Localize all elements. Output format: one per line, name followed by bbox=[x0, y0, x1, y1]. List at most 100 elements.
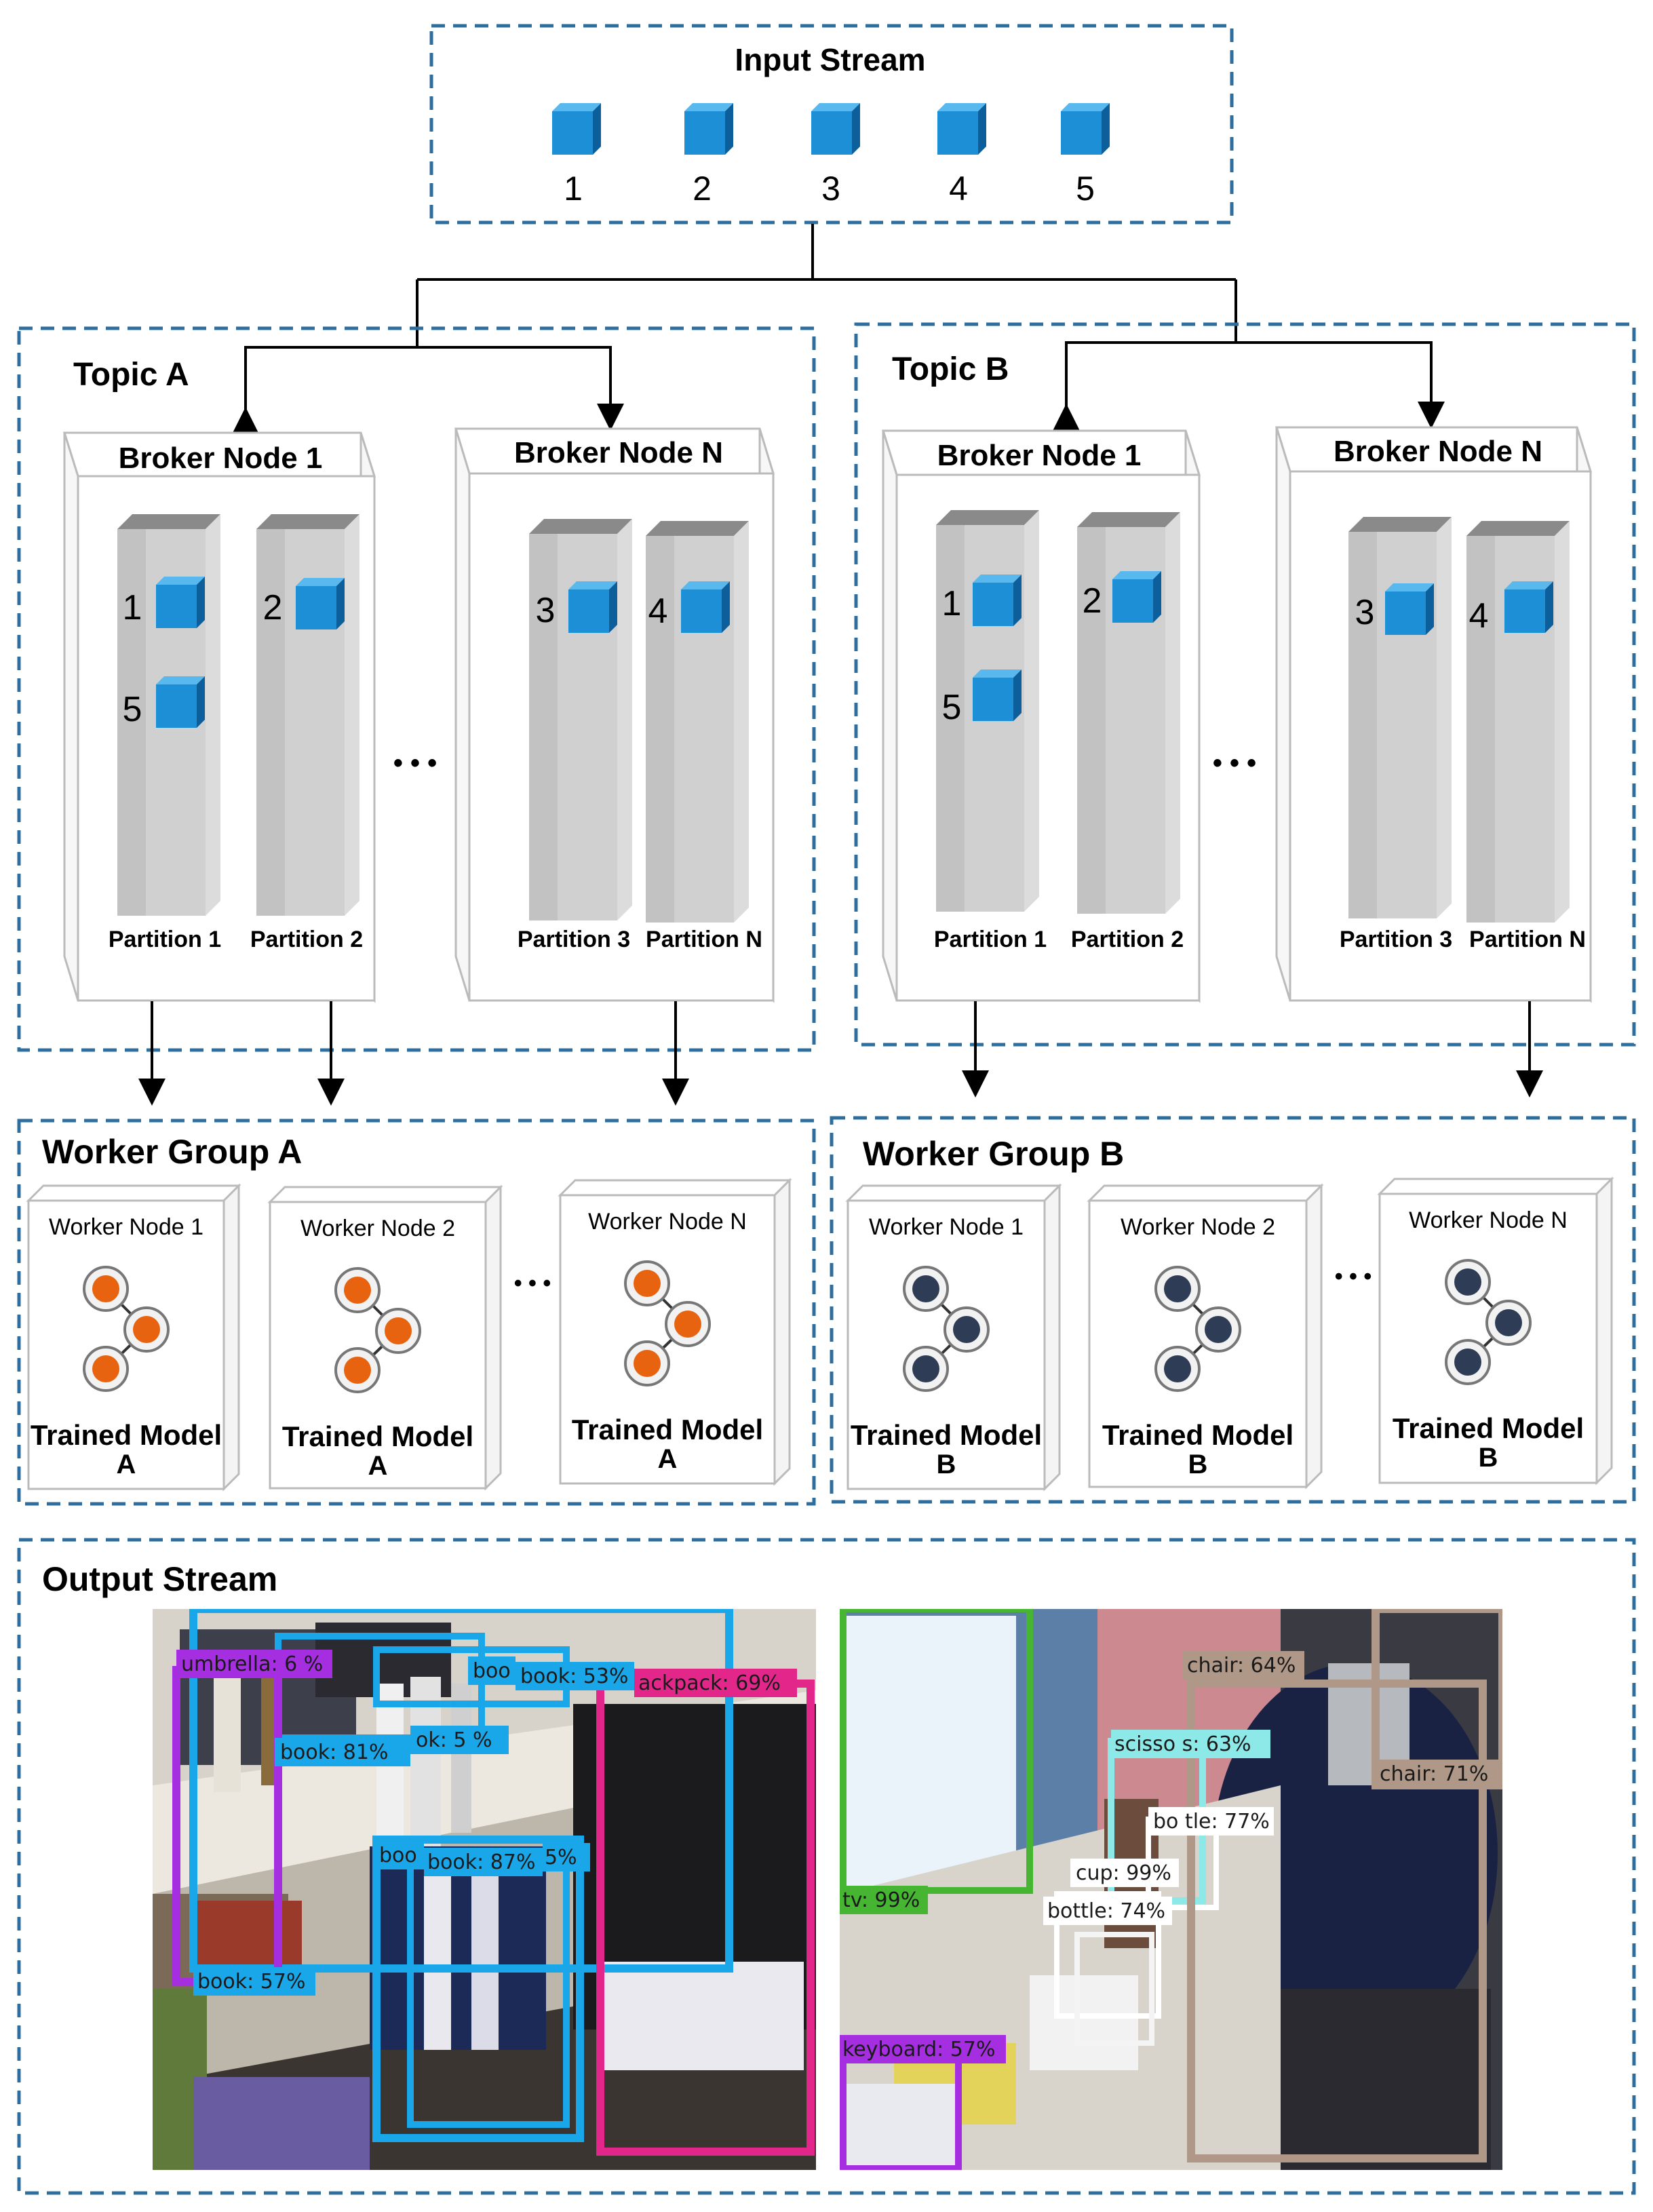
topic-a-partition-2: 2 Partition 2 bbox=[250, 514, 363, 952]
topic-b-pn-msg-1: 4 bbox=[1469, 596, 1489, 636]
topic-b-partition-2: 2 Partition 2 bbox=[1071, 512, 1184, 952]
topic-b-partition-1: 1 5 Partition 1 bbox=[934, 510, 1047, 952]
worker-node-title: Worker Node 2 bbox=[300, 1216, 455, 1241]
topic-a-broker-n-title: Broker Node N bbox=[514, 436, 723, 469]
topic-b-partition-3: 3 Partition 3 bbox=[1340, 517, 1452, 952]
topic-b-p2-msg-1: 2 bbox=[1083, 581, 1102, 621]
neural-network-icon bbox=[1154, 1266, 1241, 1392]
input-message-label-3: 3 bbox=[821, 170, 840, 208]
worker-group-a-title: Worker Group A bbox=[42, 1133, 302, 1171]
detect-book-7: 5% bbox=[545, 1846, 577, 1869]
broker-to-worker-arrows bbox=[138, 1001, 1543, 1106]
topic-b-title: Topic B bbox=[892, 351, 1009, 387]
input-stream: Input Stream 1 2 3 4 5 bbox=[429, 24, 1234, 225]
input-message-4: 4 bbox=[937, 103, 986, 208]
topic-b-partition-n: 4 Partition N bbox=[1466, 521, 1586, 952]
input-stream-border bbox=[429, 24, 1234, 225]
detect-book-2: ok: 5 % bbox=[416, 1728, 492, 1752]
trained-model-name: A bbox=[368, 1451, 388, 1481]
worker-node-title: Worker Node 2 bbox=[1121, 1214, 1275, 1240]
input-to-topic-connectors bbox=[232, 224, 1445, 434]
topic-b-border bbox=[854, 322, 1636, 1047]
topic-b-partition-2-label: Partition 2 bbox=[1071, 927, 1184, 952]
topic-a-broker-1-title: Broker Node 1 bbox=[119, 442, 323, 475]
topic-a-broker-n: Broker Node N 3 Partition 3 4 Partition … bbox=[454, 427, 775, 1003]
worker-group-b-title: Worker Group B bbox=[863, 1135, 1124, 1173]
trained-model-name: B bbox=[1188, 1450, 1208, 1479]
trained-model-label: Trained Model bbox=[1102, 1419, 1294, 1451]
topic-a-broker-1: Broker Node 1 1 5 Partition 1 2 Partitio… bbox=[62, 431, 376, 1003]
worker-node-title: Worker Node 1 bbox=[869, 1214, 1024, 1240]
topic-b-broker-n-title: Broker Node N bbox=[1334, 435, 1542, 468]
detect-bottle-1: bo tle: 77% bbox=[1153, 1810, 1270, 1833]
topic-a-border bbox=[17, 326, 816, 1052]
topic-b-broker-1: Broker Node 1 1 5 Partition 1 2 Partitio… bbox=[881, 429, 1201, 1003]
worker-group-a: Worker Group A Worker Node 1 Trained Mode… bbox=[17, 1119, 816, 1506]
topic-a-partition-1-label: Partition 1 bbox=[109, 927, 221, 952]
topic-b-partition-3-label: Partition 3 bbox=[1340, 927, 1452, 952]
trained-model-name: A bbox=[658, 1444, 678, 1474]
detect-chair-2: chair: 71% bbox=[1380, 1762, 1488, 1786]
input-message-1: 1 bbox=[552, 103, 601, 208]
trained-model-label: Trained Model bbox=[851, 1419, 1042, 1451]
detect-keyboard: keyboard: 57% bbox=[842, 2038, 995, 2061]
topic-b-partition-n-label: Partition N bbox=[1469, 927, 1586, 952]
detect-book-6: book: 87% bbox=[427, 1850, 535, 1874]
topic-b-broker-ellipsis: • • • bbox=[1213, 748, 1256, 778]
topic-a-partition-n-label: Partition N bbox=[646, 927, 762, 952]
detect-book-1: book: 81% bbox=[280, 1741, 388, 1764]
topic-b-p1-msg-1: 1 bbox=[942, 584, 962, 623]
trained-model-label: Trained Model bbox=[282, 1420, 473, 1452]
topic-a-partition-1: 1 5 Partition 1 bbox=[109, 514, 221, 952]
topic-a-partition-3-label: Partition 3 bbox=[518, 927, 630, 952]
topic-b-broker-1-title: Broker Node 1 bbox=[937, 439, 1142, 472]
detect-tv: tv: 99% bbox=[842, 1888, 920, 1912]
trained-model-name: B bbox=[937, 1450, 956, 1479]
topic-a-p1-msg-2: 5 bbox=[123, 690, 142, 729]
output-stream-title: Output Stream bbox=[42, 1560, 277, 1598]
neural-network-icon bbox=[903, 1266, 990, 1392]
output-stream-border bbox=[17, 1538, 1636, 2195]
worker-group-a-ellipsis: • • • bbox=[514, 1270, 551, 1296]
worker-group-b: Worker Group B Worker Node 1 Trained Mode… bbox=[830, 1116, 1636, 1504]
output-image-desk: chair: 64% chair: 71% scisso s: 63% bo t… bbox=[840, 1609, 1502, 2170]
detect-backpack: ackpack: 69% bbox=[638, 1671, 781, 1695]
output-stream: Output Stream bbox=[17, 1538, 1636, 2195]
detect-book-4: book: 53% bbox=[520, 1665, 628, 1688]
topic-a-title: Topic A bbox=[73, 357, 189, 393]
worker-node-title: Worker Node N bbox=[588, 1209, 747, 1235]
detect-book-8: book: 57% bbox=[197, 1970, 305, 1994]
worker-group-b-ellipsis: • • • bbox=[1335, 1264, 1372, 1289]
detect-umbrella: umbrella: 6 % bbox=[181, 1652, 323, 1676]
neural-network-icon bbox=[83, 1266, 170, 1392]
detect-book-3: boo bbox=[473, 1659, 511, 1683]
topic-a-partition-2-label: Partition 2 bbox=[250, 927, 363, 952]
neural-network-icon bbox=[1445, 1259, 1532, 1385]
topic-b-broker-n: Broker Node N 3 Partition 3 4 Partition … bbox=[1275, 426, 1593, 1003]
detect-book-5: boo bbox=[379, 1844, 417, 1867]
trained-model-label: Trained Model bbox=[31, 1419, 222, 1451]
detect-chair-1: chair: 64% bbox=[1187, 1654, 1296, 1677]
topic-a-p3-msg-1: 3 bbox=[536, 591, 556, 630]
topic-b: Topic B Broker Node 1 1 5 Partition 1 2 … bbox=[854, 322, 1636, 1047]
topic-b-partition-1-label: Partition 1 bbox=[934, 927, 1047, 952]
neural-network-icon bbox=[334, 1267, 421, 1393]
topic-a-broker-ellipsis: • • • bbox=[393, 748, 437, 778]
worker-group-a-border bbox=[17, 1119, 816, 1506]
topic-a-partition-3: 3 Partition 3 bbox=[518, 519, 632, 952]
topic-a: Topic A Broker Node 1 1 5 Partition 1 2 … bbox=[17, 326, 816, 1052]
worker-node-title: Worker Node 1 bbox=[49, 1214, 203, 1240]
detect-cup: cup: 99% bbox=[1076, 1861, 1171, 1885]
topic-a-p2-msg-1: 2 bbox=[263, 588, 283, 627]
input-message-label-4: 4 bbox=[949, 170, 968, 208]
output-image-bookshelf: umbrella: 6 % book: 81% ok: 5 % boo book… bbox=[153, 1609, 816, 2170]
input-stream-title: Input Stream bbox=[735, 42, 925, 77]
